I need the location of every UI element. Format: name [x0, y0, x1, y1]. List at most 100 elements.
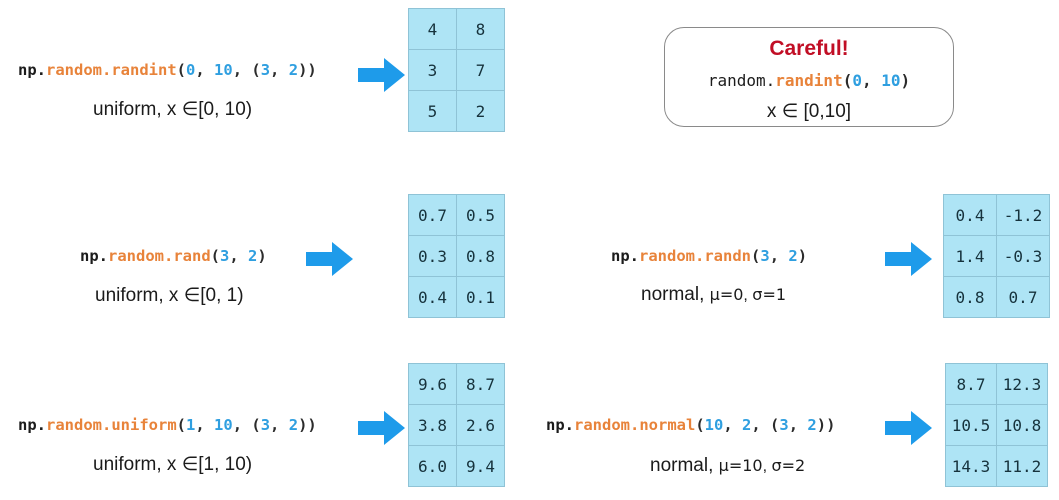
code-function: rand [173, 247, 211, 265]
code-prefix: np. [611, 247, 639, 265]
code-package: random. [108, 247, 174, 265]
code-arg-0: 1 [186, 416, 196, 434]
matrix-cell: 9.6 [408, 363, 457, 405]
matrix-cell: 5 [408, 90, 457, 132]
matrix-cell: 3 [408, 49, 457, 91]
matrix-cell: -1.2 [996, 194, 1050, 236]
callout-code-open-paren: ( [842, 71, 853, 90]
code-arg-1: 2 [248, 247, 258, 265]
matrix-cell: 0.4 [943, 194, 997, 236]
callout-code-close-paren: ) [900, 71, 911, 90]
code-close-paren: ) [797, 247, 808, 265]
desc-mu: μ=10 [718, 456, 763, 475]
code-tuple-open: ( [251, 61, 261, 79]
matrix-cell: 6.0 [408, 445, 457, 487]
table-row: 8.7 12.3 [945, 363, 1048, 405]
code-arg-2: 3 [260, 61, 271, 79]
code-tuple-open: ( [770, 416, 780, 434]
output-matrix-randint: 4 8 3 7 5 2 [408, 8, 505, 132]
table-row: 0.8 0.7 [943, 276, 1050, 318]
code-sep-0: , [769, 247, 789, 265]
matrix-cell: 0.5 [456, 194, 505, 236]
code-arg-0: 3 [220, 247, 230, 265]
matrix-cell: 2.6 [456, 404, 505, 446]
table-row: 3.8 2.6 [408, 404, 505, 446]
callout-code-comma: , [861, 71, 882, 90]
code-sep-1: , [751, 416, 771, 434]
code-sep-0: , [195, 416, 215, 434]
code-arg-1: 2 [788, 247, 798, 265]
desc-lead: normal, [641, 284, 710, 305]
matrix-cell: 14.3 [945, 445, 997, 487]
code-arg-2: 3 [260, 416, 271, 434]
callout-code-function: randint [775, 71, 843, 90]
matrix-cell: 9.4 [456, 445, 505, 487]
code-tuple-close: ) [816, 416, 827, 434]
code-arg-3: 2 [288, 416, 299, 434]
matrix-cell: 10.8 [996, 404, 1048, 446]
table-row: 6.0 9.4 [408, 445, 505, 487]
code-open-paren: ( [751, 247, 761, 265]
matrix-cell: 10.5 [945, 404, 997, 446]
code-arg-1: 2 [742, 416, 752, 434]
code-close-paren: ) [257, 247, 267, 265]
table-row: 0.4 -1.2 [943, 194, 1050, 236]
desc-sep: , [743, 287, 753, 304]
code-open-paren: ( [695, 416, 705, 434]
matrix-cell: 0.8 [456, 235, 505, 277]
matrix-cell: 0.7 [408, 194, 457, 236]
right-arrow-icon [358, 411, 406, 445]
code-package: random. [46, 61, 112, 79]
code-prefix: np. [18, 61, 46, 79]
matrix-cell: 8.7 [945, 363, 997, 405]
output-matrix-rand: 0.7 0.5 0.3 0.8 0.4 0.1 [408, 194, 505, 318]
code-prefix: np. [18, 416, 46, 434]
code-package: random. [46, 416, 112, 434]
desc-sigma: σ=1 [752, 285, 787, 304]
code-prefix: np. [546, 416, 574, 434]
distribution-description-uniform: uniform, x ∈[1, 10) [93, 454, 253, 475]
distribution-description-randn: normal, μ=0, σ=1 [641, 285, 786, 304]
code-arg-1: 10 [214, 61, 233, 79]
matrix-cell: -0.3 [996, 235, 1050, 277]
code-arg-2: 3 [779, 416, 789, 434]
code-sep-0: , [195, 61, 215, 79]
desc-mu: μ=0 [709, 285, 744, 304]
desc-sep: , [762, 458, 772, 475]
right-arrow-icon [885, 411, 933, 445]
code-tuple-close: ) [298, 416, 308, 434]
matrix-cell: 11.2 [996, 445, 1048, 487]
callout-code-arg-1: 10 [881, 71, 901, 90]
desc-lead: normal, [650, 455, 719, 476]
code-sep-0: , [229, 247, 249, 265]
matrix-cell: 3.8 [408, 404, 457, 446]
code-expression-normal: np.random.normal(10, 2, (3, 2)) [546, 416, 835, 434]
code-expression-randn: np.random.randn(3, 2) [611, 247, 808, 265]
matrix-cell: 2 [456, 90, 505, 132]
table-row: 0.7 0.5 [408, 194, 505, 236]
table-row: 0.4 0.1 [408, 276, 505, 318]
output-matrix-randn: 0.4 -1.2 1.4 -0.3 0.8 0.7 [943, 194, 1050, 318]
code-open-paren: ( [176, 61, 186, 79]
matrix-cell: 0.3 [408, 235, 457, 277]
careful-callout: Careful! random.randint(0, 10) x ∈ [0,10… [664, 27, 954, 127]
code-arg-0: 0 [186, 61, 196, 79]
table-row: 14.3 11.2 [945, 445, 1048, 487]
code-function: randn [704, 247, 751, 265]
callout-code-arg-0: 0 [852, 71, 862, 90]
code-close-paren: ) [307, 61, 317, 79]
callout-title: Careful! [769, 37, 849, 60]
matrix-cell: 12.3 [996, 363, 1048, 405]
matrix-cell: 7 [456, 49, 505, 91]
matrix-cell: 0.8 [943, 276, 997, 318]
code-function: randint [111, 61, 177, 79]
desc-sigma: σ=2 [771, 456, 806, 475]
callout-code-prefix: random. [707, 71, 776, 90]
matrix-cell: 0.1 [456, 276, 505, 318]
callout-code: random.randint(0, 10) [665, 73, 953, 89]
code-arg-0: 10 [704, 416, 724, 434]
code-arg-0: 3 [760, 247, 770, 265]
code-arg-3: 2 [807, 416, 817, 434]
code-tuple-open: ( [251, 416, 261, 434]
